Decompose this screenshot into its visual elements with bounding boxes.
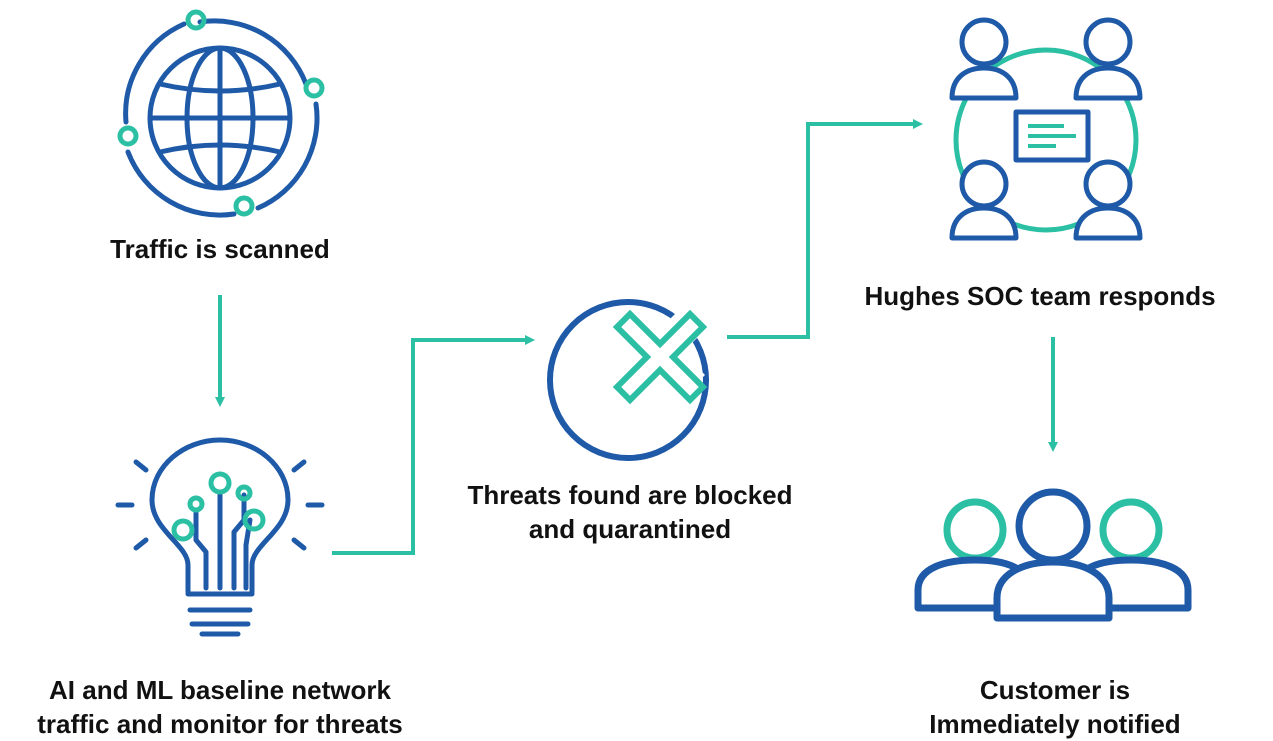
label-line: Traffic is scanned [110, 234, 330, 264]
label-soc-responds: Hughes SOC team responds [830, 279, 1250, 313]
label-customer-notified: Customer is Immediately notified [890, 673, 1220, 741]
label-line: Hughes SOC team responds [864, 281, 1216, 311]
arrow-threats-to-soc [727, 119, 923, 339]
blocked-icon [547, 299, 709, 461]
label-ai-ml-baseline: AI and ML baseline network traffic and m… [0, 673, 440, 741]
label-line: and quarantined [528, 514, 732, 544]
label-line: Threats found are blocked [467, 480, 793, 510]
label-line: Customer is [979, 675, 1131, 705]
arrow-ai-to-threats [332, 335, 535, 555]
globe-icon [117, 9, 325, 218]
team-meeting-icon [949, 17, 1143, 241]
label-traffic-scanned: Traffic is scanned [40, 232, 400, 266]
customers-icon [914, 488, 1192, 622]
label-line: AI and ML baseline network [49, 675, 391, 705]
label-line: traffic and monitor for threats [37, 709, 403, 739]
lightbulb-icon [115, 437, 325, 637]
label-threats-blocked: Threats found are blocked and quarantine… [430, 478, 830, 546]
connectors [215, 119, 1058, 555]
label-line: Immediately notified [929, 709, 1181, 739]
